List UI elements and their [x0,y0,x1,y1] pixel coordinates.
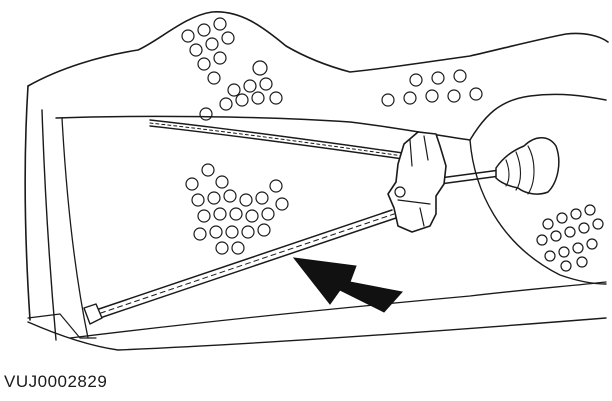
panel-bottom-edge [27,317,607,351]
figure-code: VUJ0002829 [4,372,108,391]
upper-cable-twist [149,122,411,158]
mechanism-detail [397,135,431,227]
mechanism-bracket [387,131,447,233]
right-cable-edge [439,169,501,179]
right-pocket-outline [469,139,607,285]
hole-cluster-top [181,17,283,121]
rubber-boot [495,137,560,195]
corner-trim [27,313,97,339]
lower-cable-edge-2 [93,217,397,321]
panel-left-edge [24,85,31,321]
cable-end-fitting [83,303,103,325]
hole-cluster-upper-right [381,69,483,107]
lower-cable-edge [89,209,393,313]
panel-inner-left-edge [41,109,57,341]
boot-folds [505,145,535,195]
upper-cable-edge-2 [149,125,411,161]
hole-cluster-right [536,204,604,272]
panel-outline [27,11,609,87]
recess-outline [55,93,607,141]
right-cable-edge-2 [439,175,501,185]
pointer-arrow [292,257,403,313]
hole-cluster-middle [185,163,289,255]
upper-cable-edge [149,119,411,155]
recess-bottom-edge [69,281,607,339]
recess-inner-edge [61,117,89,339]
lower-cable-core [91,213,395,317]
mechanism-pivot [394,186,406,198]
